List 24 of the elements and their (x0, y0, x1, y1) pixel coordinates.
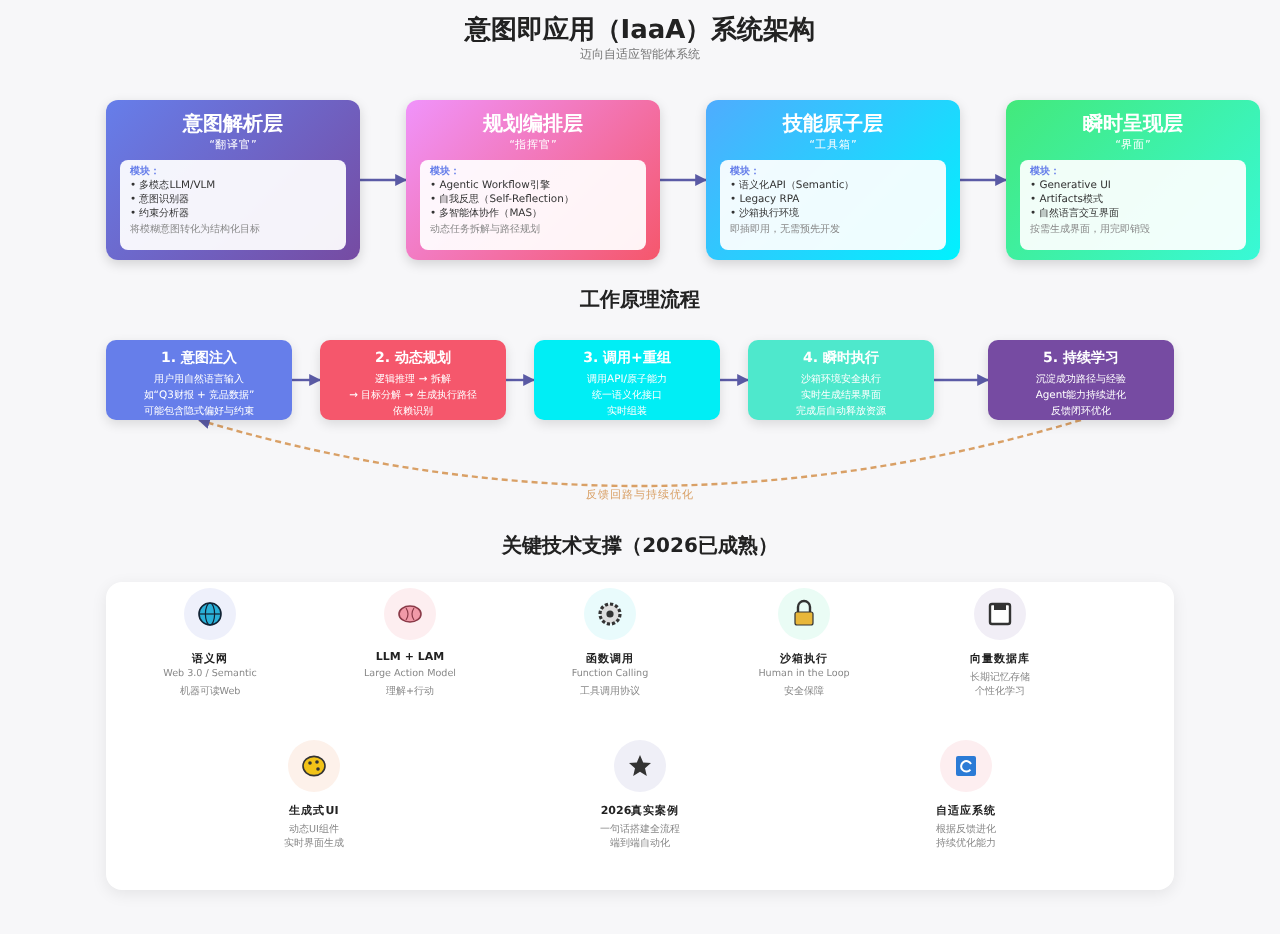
layer-title: 瞬时呈现层 (1081, 111, 1185, 138)
step-box (748, 340, 934, 420)
section-heading: 关键技术支撑（2026已成熟） (502, 533, 778, 560)
title: 意图即应用（IaaA）系统架构 (464, 13, 816, 48)
layer-box (1006, 100, 1260, 260)
arrow (197, 417, 1082, 488)
layer-box (706, 100, 960, 260)
arrow (720, 374, 750, 386)
layer-title: 规划编排层 (481, 111, 585, 138)
arrow (360, 174, 408, 186)
step-box (988, 340, 1174, 420)
arrow (934, 374, 990, 386)
step-box (534, 340, 720, 420)
section-heading: 工作原理流程 (580, 286, 700, 314)
arrow (506, 374, 536, 386)
step-box (320, 340, 506, 420)
step-box (106, 340, 292, 420)
arrow (660, 174, 708, 186)
arrow (960, 174, 1008, 186)
arrow (292, 374, 322, 386)
layer-title: 意图解析层 (180, 111, 285, 138)
layer-box (406, 100, 660, 260)
layer-title: 技能原子层 (780, 111, 885, 138)
layer-box (106, 100, 360, 260)
